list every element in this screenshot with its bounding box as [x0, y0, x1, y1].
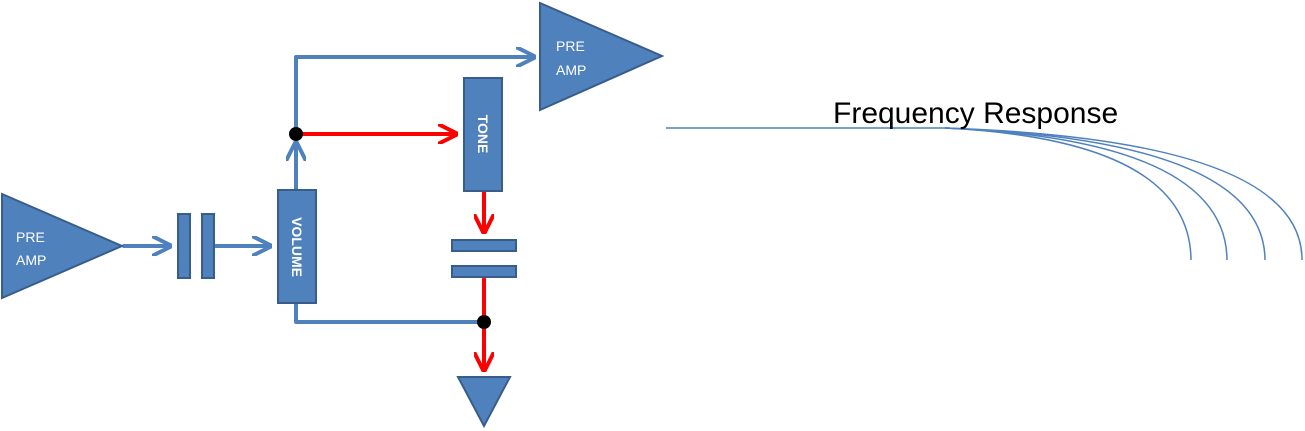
volume-rect	[277, 189, 317, 304]
volume-label: VOLUME	[289, 217, 305, 277]
preamp-output-block: PRE AMP	[539, 1, 665, 112]
coupling-capacitor-plate-left	[177, 213, 191, 279]
tone-capacitor-plate-bottom	[451, 265, 517, 278]
tone-capacitor-plate-top	[451, 239, 517, 252]
tone-rect	[463, 77, 503, 192]
frequency-response-title: Frequency Response	[833, 97, 1118, 130]
frequency-response-curves	[666, 127, 1303, 261]
frequency-response-curve-3	[944, 127, 1266, 261]
preamp-input-block: PRE AMP	[1, 192, 125, 300]
blue-wires	[122, 57, 536, 324]
tone-block: TONE	[463, 77, 503, 192]
tone-label: TONE	[475, 115, 491, 154]
preamp-input-triangle	[1, 192, 125, 300]
preamp-output-label-line1: PRE	[556, 38, 585, 54]
junction-dot-ground	[477, 315, 491, 329]
preamp-output-label-line2: AMP	[556, 62, 586, 78]
ground-symbol	[456, 376, 512, 429]
wire-junction-to-output-preamp	[294, 57, 536, 135]
tone-capacitor	[451, 239, 517, 278]
frequency-response-curve-4	[944, 127, 1303, 261]
coupling-capacitor-plate-right	[201, 213, 215, 279]
preamp-input-label-line2: AMP	[16, 252, 46, 268]
frequency-response-curve-2	[944, 127, 1228, 261]
preamp-output-triangle	[539, 1, 665, 112]
wire-volume-to-ground-junction	[294, 301, 486, 324]
volume-block: VOLUME	[277, 189, 317, 304]
junction-dot-wiper	[289, 127, 303, 141]
preamp-input-label-line1: PRE	[16, 229, 45, 245]
red-wires	[294, 134, 484, 372]
frequency-response-curve-1	[944, 127, 1192, 261]
coupling-capacitor	[177, 213, 215, 279]
